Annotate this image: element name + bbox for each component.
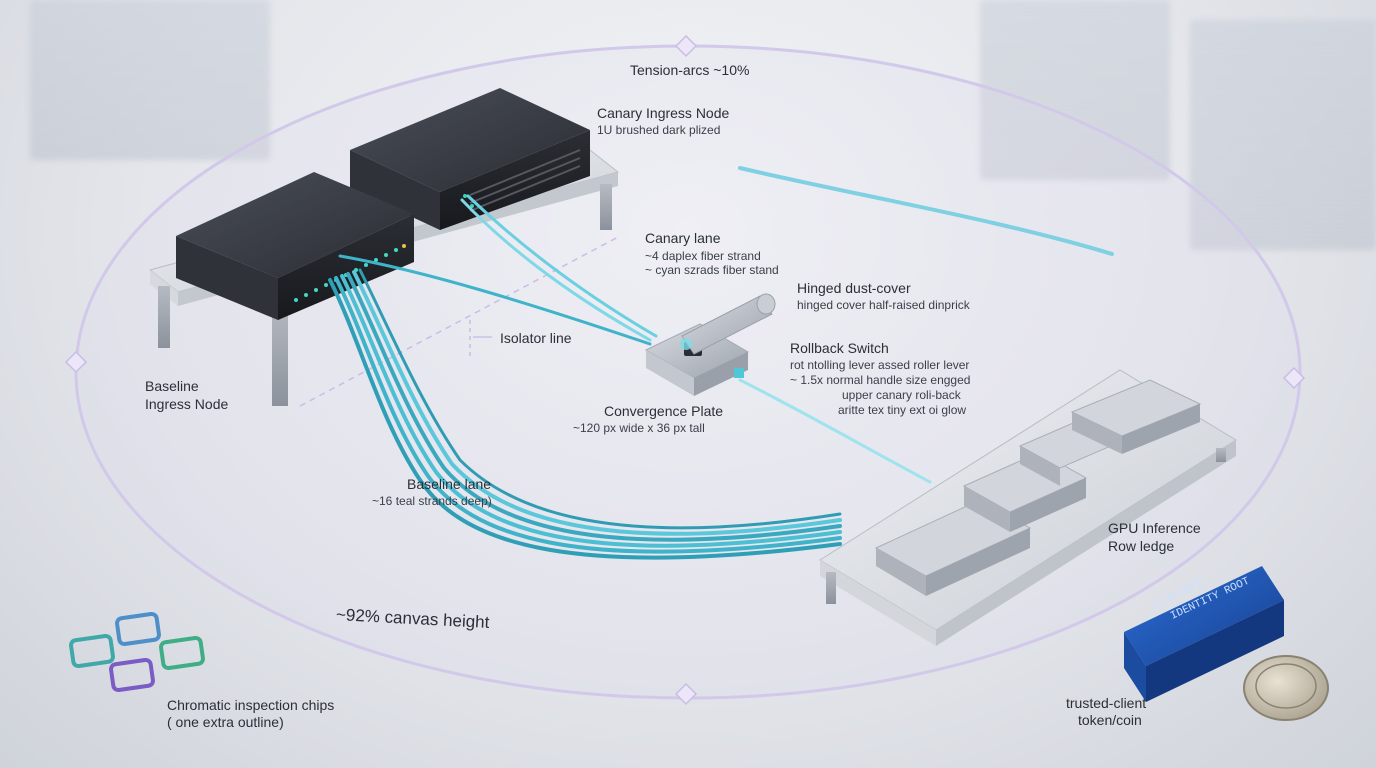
- rollback-switch-sub-1: rot ntolling lever assed roller lever: [790, 358, 970, 372]
- baseline-lane-subtitle: ~16 teal strands deep): [372, 494, 492, 508]
- canary-lane-fibers: [338, 166, 1114, 484]
- baseline-node-label-1: Baseline: [145, 378, 199, 394]
- orbit-marker-right: [1282, 366, 1306, 390]
- identity-root-token-block: [1124, 566, 1284, 702]
- rollback-switch-sub-4: aritte tex tiny ext oi glow: [838, 403, 967, 417]
- dust-cover-subtitle: hinged cover half-raised dinprick: [797, 298, 970, 312]
- rollback-switch-sub-3: upper canary roli-back: [842, 388, 961, 402]
- trusted-client-coin: [1243, 655, 1329, 721]
- canary-node-subtitle: 1U brushed dark plized: [597, 123, 721, 137]
- canary-lane-title: Canary lane: [645, 230, 721, 246]
- canary-lane-subtitle-1: ~4 daplex fiber strand: [645, 249, 761, 263]
- background-window: [30, 0, 270, 160]
- gpu-ledge-label-1: GPU Inference: [1108, 520, 1201, 536]
- dust-cover-title: Hinged dust-cover: [797, 280, 911, 296]
- baseline-ingress-node: [176, 172, 414, 320]
- tension-arcs-label: Tension-arcs ~10%: [630, 62, 750, 78]
- token-label-2: token/coin: [1078, 712, 1142, 728]
- gpu-ledge-label-2: Row ledge: [1108, 538, 1175, 554]
- orbit-marker-left: [64, 350, 88, 374]
- chips-label-2: ( one extra outline): [167, 714, 284, 730]
- isolator-line-label: Isolator line: [500, 330, 572, 346]
- dashed-guide-line: [299, 235, 621, 407]
- orbit-marker-bottom: [674, 682, 698, 706]
- rollback-switch-sub-2: ~ 1.5x normal handle size engged: [790, 373, 971, 387]
- baseline-node-label-2: Ingress Node: [145, 396, 229, 412]
- chromatic-inspection-chips: [69, 611, 205, 693]
- rollback-switch-title: Rollback Switch: [790, 340, 889, 356]
- orbit-marker-top: [674, 34, 698, 58]
- canary-lane-subtitle-2: ~ cyan szrads fiber stand: [645, 263, 779, 277]
- baseline-lane-title: Baseline lane: [407, 476, 492, 492]
- gpu-inference-row-ledge: [819, 369, 1237, 646]
- convergence-plate-title: Convergence Plate: [604, 403, 724, 419]
- convergence-plate-subtitle: ~120 px wide x 36 px tall: [573, 421, 705, 435]
- baseline-lane-fiber-bundle: [328, 268, 842, 560]
- token-label-1: trusted-client: [1066, 695, 1147, 711]
- hinged-dust-cover: [680, 293, 776, 355]
- canary-node-title: Canary Ingress Node: [597, 105, 730, 121]
- chips-label-1: Chromatic inspection chips: [167, 697, 335, 713]
